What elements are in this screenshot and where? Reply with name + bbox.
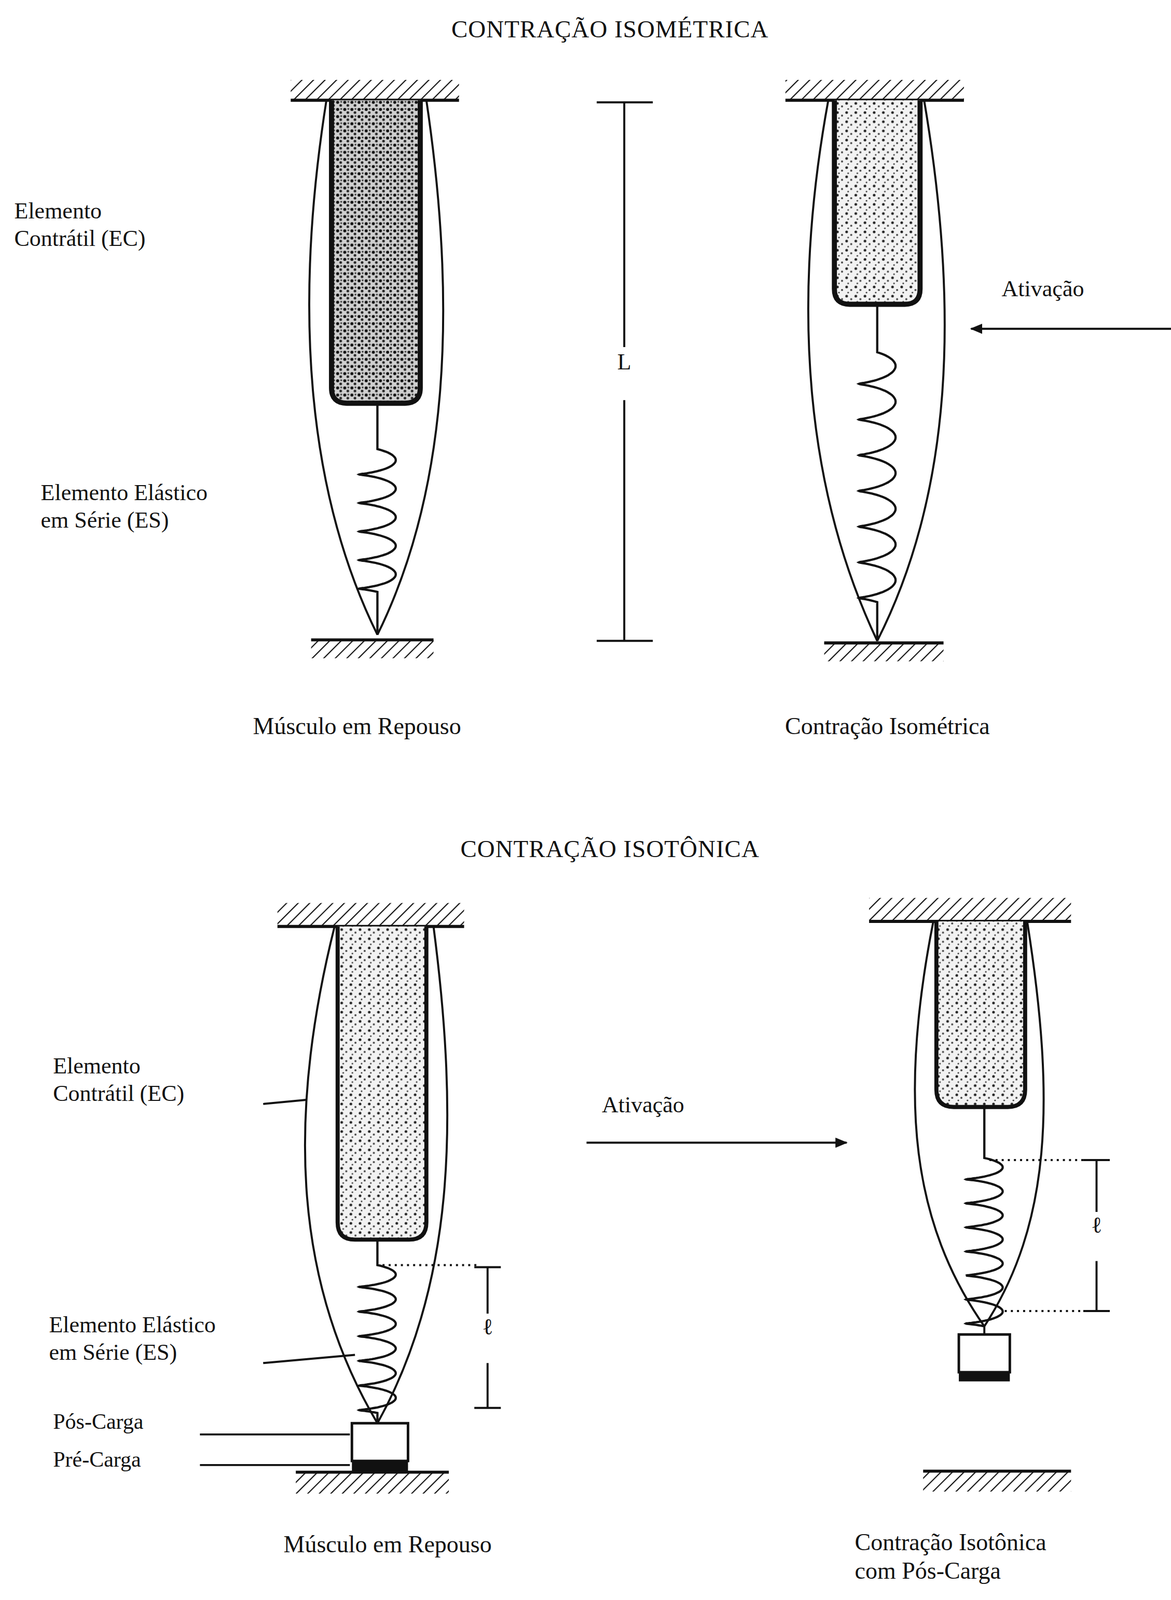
floor-hatch bbox=[824, 642, 944, 661]
part-label: Pré-Carga bbox=[52, 1446, 142, 1473]
contractile-element bbox=[936, 921, 1026, 1108]
part-label: Pós-Carga bbox=[52, 1408, 144, 1435]
length-label: L bbox=[615, 348, 634, 377]
pre-load bbox=[351, 1461, 408, 1472]
caption: Músculo em Repouso bbox=[283, 1530, 492, 1559]
ceiling-hatch bbox=[277, 903, 465, 926]
contractile-element bbox=[337, 926, 427, 1241]
contractile-element bbox=[331, 100, 421, 404]
length-label: ℓ bbox=[479, 1313, 495, 1342]
activation-label: Ativação bbox=[601, 1091, 685, 1120]
contractile-element bbox=[834, 100, 920, 305]
ceiling-hatch bbox=[785, 79, 964, 101]
caption: Contração Isométrica bbox=[784, 711, 990, 741]
part-label: Elemento Contrátil (EC) bbox=[52, 1052, 225, 1108]
part-label: Elemento Contrátil (EC) bbox=[14, 197, 186, 253]
caption: Contração Isotônica com Pós-Carga bbox=[855, 1527, 1085, 1586]
length-label: ℓ bbox=[1089, 1211, 1105, 1240]
leader-line bbox=[263, 1099, 307, 1105]
post-load-weight bbox=[351, 1423, 408, 1462]
pre-load bbox=[958, 1372, 1010, 1382]
floor-hatch bbox=[295, 1473, 449, 1494]
leader-line bbox=[199, 1464, 350, 1467]
leader-line bbox=[199, 1433, 350, 1436]
series-elastic-spring bbox=[966, 1107, 1003, 1327]
leader-line bbox=[263, 1355, 355, 1364]
series-elastic-spring bbox=[359, 403, 396, 635]
part-label: Elemento Elástico em Série (ES) bbox=[40, 479, 229, 535]
section-title: CONTRAÇÃO ISOTÔNICA bbox=[460, 834, 760, 864]
floor-hatch bbox=[311, 639, 434, 658]
section-title: CONTRAÇÃO ISOMÉTRICA bbox=[451, 14, 769, 44]
caption: Músculo em Repouso bbox=[253, 711, 462, 741]
activation-arrow bbox=[971, 327, 1171, 330]
activation-label: Ativação bbox=[1001, 275, 1085, 303]
floor-hatch bbox=[922, 1471, 1071, 1492]
activation-arrow bbox=[586, 1141, 847, 1145]
part-label: Elemento Elástico em Série (ES) bbox=[48, 1311, 237, 1367]
post-load-weight bbox=[958, 1334, 1010, 1373]
series-elastic-spring bbox=[858, 304, 896, 642]
series-elastic-spring bbox=[359, 1239, 396, 1424]
ceiling-hatch bbox=[290, 79, 459, 101]
ceiling-hatch bbox=[869, 898, 1071, 921]
